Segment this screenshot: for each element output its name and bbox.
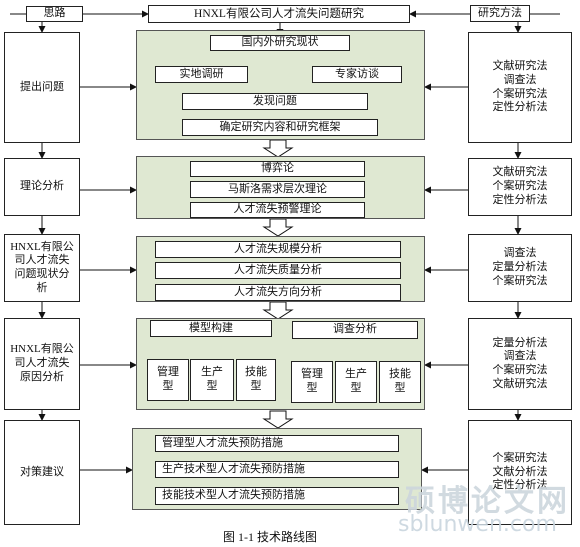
- analysis-box-quality: 人才流失质量分析: [155, 262, 401, 279]
- step-propose-problem: 提出问题: [4, 32, 80, 143]
- research-status-box: 国内外研究现状: [210, 35, 350, 51]
- type-label: 技能 型: [389, 368, 411, 394]
- field-research-label: 实地调研: [179, 67, 224, 80]
- methods-stage-1: 文献研究法 调查法 个案研究法 定性分析法: [468, 32, 572, 143]
- expert-interview-box: 专家访谈: [312, 66, 402, 83]
- analysis-box-scale: 人才流失规模分析: [155, 241, 401, 258]
- methods-label: 研究方法: [478, 6, 522, 19]
- expert-interview-label: 专家访谈: [335, 67, 379, 80]
- methods-stage-4: 定量分析法 调查法 个案研究法 文献研究法: [468, 318, 572, 410]
- measure-box-skill: 技能技术型人才流失预防措施: [155, 487, 399, 505]
- survey-type-skill: 技能 型: [379, 361, 421, 403]
- field-research-box: 实地调研: [155, 66, 248, 83]
- discover-problem-box: 发现问题: [182, 93, 368, 110]
- survey-type-production: 生产 型: [335, 361, 377, 403]
- type-label: 管理 型: [157, 366, 179, 392]
- methods-text: 定量分析法 调查法 个案研究法 文献研究法: [492, 336, 548, 390]
- methods-text: 文献研究法 调查法 个案研究法 定性分析法: [492, 60, 548, 114]
- step-countermeasures: 对策建议: [4, 420, 80, 525]
- watermark-url: sblunwen.com: [398, 512, 557, 537]
- step-cause-analysis: HNXL有限公 司人才流失 原因分析: [4, 318, 80, 410]
- step-label: HNXL有限公 司人才流失 问题现状分 析: [10, 240, 74, 294]
- model-type-management: 管理 型: [147, 359, 189, 401]
- type-label: 技能 型: [245, 366, 267, 392]
- type-label: 生产 型: [201, 366, 223, 392]
- step-status-analysis: HNXL有限公 司人才流失 问题现状分 析: [4, 234, 80, 302]
- methods-text: 调查法 定量分析法 个案研究法: [492, 247, 548, 287]
- model-build-label: 模型构建: [189, 321, 233, 334]
- roadmap-label-box: 思路: [26, 6, 83, 22]
- analysis-label: 人才流失规模分析: [234, 242, 322, 255]
- type-label: 生产 型: [345, 368, 367, 394]
- measure-label: 生产技术型人才流失预防措施: [162, 462, 305, 475]
- watermark-logo: 硕博论文网: [405, 484, 570, 519]
- analysis-label: 人才流失方向分析: [234, 285, 322, 298]
- figure-caption: 图 1-1 技术路线图: [223, 530, 317, 544]
- methods-text: 个案研究法 文献分析法 定性分析法: [492, 451, 548, 492]
- methods-label-box: 研究方法: [470, 5, 530, 22]
- step-label: 提出问题: [20, 80, 64, 93]
- step-theory-analysis: 理论分析: [4, 158, 80, 216]
- analysis-box-direction: 人才流失方向分析: [155, 284, 401, 301]
- theory-label: 人才流失预警理论: [233, 203, 322, 216]
- analysis-label: 人才流失质量分析: [234, 263, 322, 276]
- model-type-skill: 技能 型: [236, 359, 276, 401]
- discover-problem-label: 发现问题: [253, 94, 297, 107]
- theory-label: 马斯洛需求层次理论: [228, 182, 327, 195]
- measure-label: 技能技术型人才流失预防措施: [162, 489, 305, 502]
- research-framework-box: 确定研究内容和研究框架: [182, 119, 378, 136]
- research-status-label: 国内外研究现状: [241, 36, 319, 49]
- methods-text: 文献研究法 个案研究法 定性分析法: [492, 166, 548, 206]
- research-title-box: HNXL有限公司人才流失问题研究: [148, 5, 410, 23]
- methods-stage-5: 个案研究法 文献分析法 定性分析法: [468, 420, 572, 525]
- methods-stage-3: 调查法 定量分析法 个案研究法: [468, 234, 572, 302]
- measure-box-production: 生产技术型人才流失预防措施: [155, 461, 399, 478]
- survey-analysis-label: 调查分析: [333, 323, 377, 336]
- step-label: HNXL有限公 司人才流失 原因分析: [10, 343, 74, 383]
- model-type-production: 生产 型: [190, 359, 234, 401]
- research-title: HNXL有限公司人才流失问题研究: [194, 7, 364, 20]
- theory-box-game: 博弈论: [190, 161, 365, 177]
- step-label: 对策建议: [20, 465, 64, 478]
- survey-type-management: 管理 型: [291, 361, 333, 403]
- theory-label: 博弈论: [261, 162, 294, 175]
- theory-box-maslow: 马斯洛需求层次理论: [190, 181, 365, 198]
- research-framework-label: 确定研究内容和研究框架: [219, 120, 341, 133]
- theory-box-warning: 人才流失预警理论: [190, 202, 365, 218]
- methods-stage-2: 文献研究法 个案研究法 定性分析法: [468, 158, 572, 216]
- roadmap-label: 思路: [43, 7, 66, 20]
- measure-box-management: 管理型人才流失预防措施: [155, 435, 399, 452]
- step-label: 理论分析: [20, 180, 64, 193]
- model-build-box: 模型构建: [150, 320, 272, 337]
- survey-analysis-box: 调查分析: [292, 321, 418, 339]
- type-label: 管理 型: [301, 368, 323, 394]
- measure-label: 管理型人才流失预防措施: [162, 436, 283, 449]
